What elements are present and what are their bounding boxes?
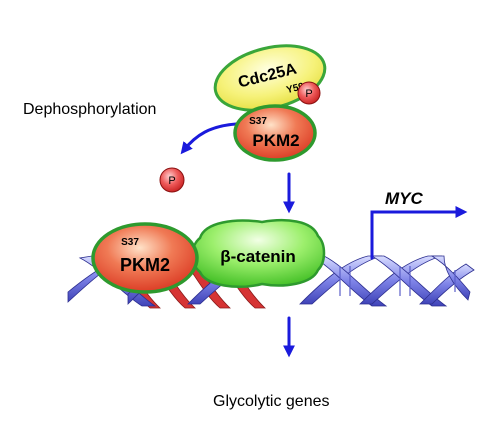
pkm2-dna-shape xyxy=(91,222,199,294)
myc-label: MYC xyxy=(385,189,424,208)
pkm2-top-s37-label: S37 xyxy=(249,116,267,127)
myc-transcription-arrow-icon xyxy=(370,206,468,260)
arrows xyxy=(180,122,468,358)
cdc25a-complex: Cdc25A Y59 S37 PKM2 P xyxy=(213,44,327,162)
pkm2-catenin-complex: β-catenin S37 PKM2 xyxy=(91,219,326,294)
glycolytic-genes-label: Glycolytic genes xyxy=(213,393,330,410)
phosphate-released-label: P xyxy=(168,175,175,187)
phosphate-cdc25a-label: P xyxy=(305,88,312,100)
phosphate-cdc25a-icon xyxy=(297,81,321,105)
dephosphorylation-arrow-icon xyxy=(180,122,238,155)
pkm2-top-shape xyxy=(233,104,317,162)
dephosphorylation-label: Dephosphorylation xyxy=(23,101,156,118)
pkm2-top-label: PKM2 xyxy=(252,131,299,150)
phosphate-released-icon xyxy=(159,167,185,193)
pkm2-dna-s37-label: S37 xyxy=(121,237,139,248)
pkm2-dna-label: PKM2 xyxy=(120,255,170,275)
beta-catenin-label: β-catenin xyxy=(220,247,296,266)
beta-catenin-shape xyxy=(191,219,326,288)
